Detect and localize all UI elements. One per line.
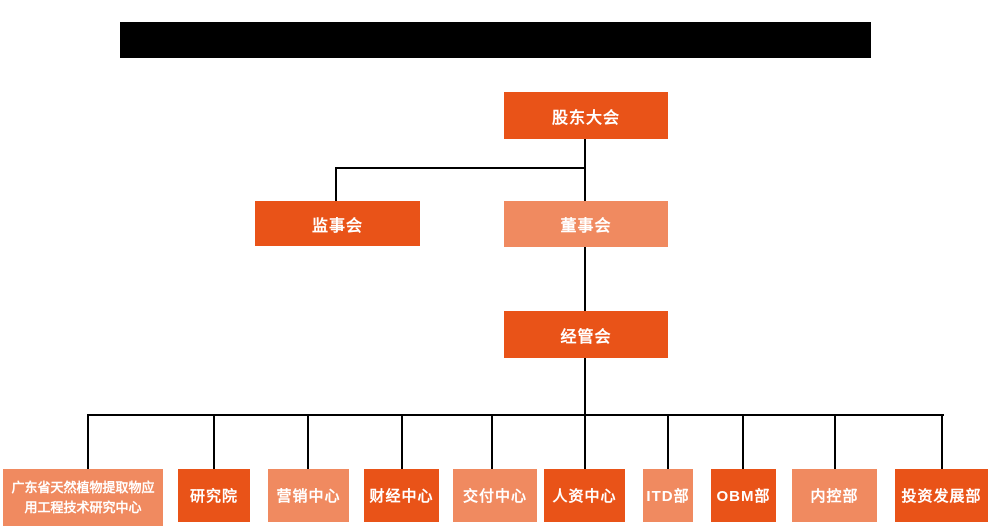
org-node-finance-center: 财经中心 <box>364 469 439 522</box>
connector-drop-9 <box>834 414 836 469</box>
org-node-obm-dept: OBM部 <box>711 469 776 522</box>
org-node-management-committee: 经管会 <box>504 311 668 358</box>
org-node-supervisory-board: 监事会 <box>255 201 420 246</box>
org-node-itd-dept: ITD部 <box>643 469 693 522</box>
org-node-internal-control-dept: 内控部 <box>792 469 877 522</box>
connector-drop-6 <box>584 414 586 469</box>
org-node-investment-dev-dept: 投资发展部 <box>895 469 988 522</box>
connector-drop-7 <box>667 414 669 469</box>
connector-drop-4 <box>401 414 403 469</box>
org-node-hr-center: 人资中心 <box>544 469 625 522</box>
org-node-research-institute: 研究院 <box>178 469 250 522</box>
org-node-board-of-directors: 董事会 <box>504 201 668 247</box>
connector-drop-5 <box>491 414 493 469</box>
connector-management-down <box>584 358 586 416</box>
connector-drop-8 <box>742 414 744 469</box>
connector-branch-horizontal <box>335 167 586 169</box>
connector-board-to-management <box>584 247 586 311</box>
org-node-marketing-center: 营销中心 <box>268 469 349 522</box>
org-node-delivery-center: 交付中心 <box>453 469 537 522</box>
org-node-gd-research-center: 广东省天然植物提取物应用工程技术研究中心 <box>3 469 163 526</box>
connector-bus-horizontal <box>87 414 944 416</box>
connector-supervisory-drop <box>335 167 337 201</box>
connector-drop-3 <box>307 414 309 469</box>
connector-drop-2 <box>213 414 215 469</box>
connector-drop-10 <box>941 414 943 469</box>
redacted-title-bar <box>120 22 871 58</box>
connector-drop-1 <box>87 414 89 469</box>
connector-shareholders-down <box>584 139 586 202</box>
org-node-shareholders-meeting: 股东大会 <box>504 92 668 139</box>
